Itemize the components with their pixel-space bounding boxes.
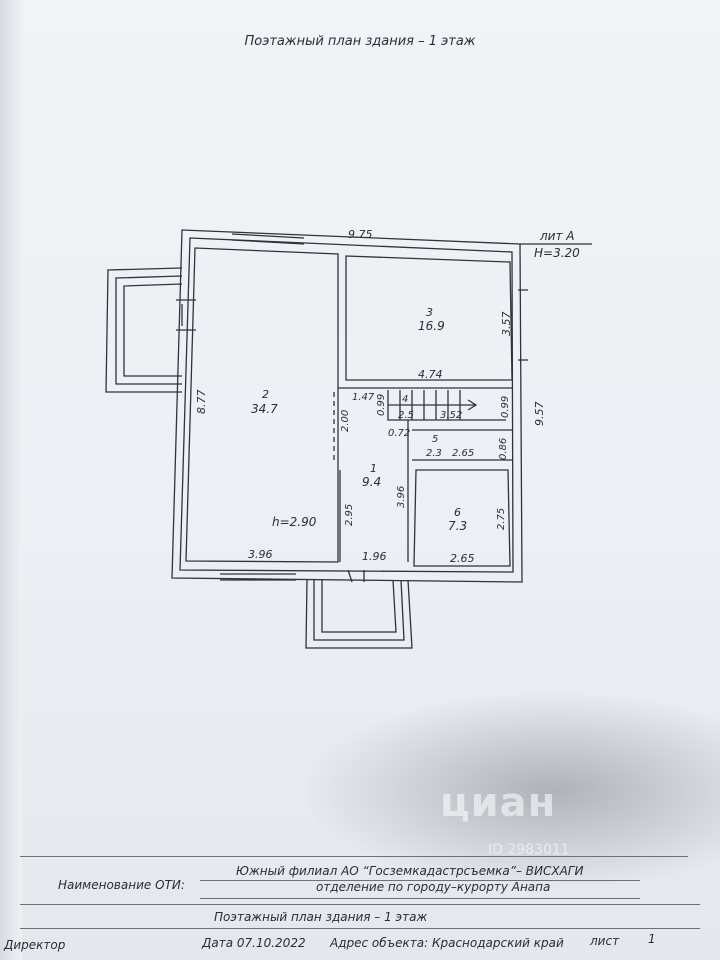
- room-2-number: 2: [262, 388, 269, 401]
- dim-275: 2.75: [496, 508, 507, 530]
- room-4-number: 4: [402, 394, 408, 405]
- dim-left: 8.77: [195, 390, 208, 415]
- room-2-area: 34.7: [251, 402, 278, 416]
- title-block: Наименование ОТИ: Южный филиал АО “Госзе…: [0, 850, 720, 960]
- room-3-number: 3: [426, 306, 433, 319]
- dim-099b: 0.99: [500, 396, 511, 418]
- room-2-outline: [185, 247, 339, 563]
- watermark-id: ID 2983011: [488, 842, 570, 858]
- dim-right: 9.57: [533, 402, 546, 427]
- dim-072: 0.72: [388, 428, 410, 439]
- room-6-number: 6: [454, 506, 461, 519]
- sheet-label: лист: [590, 934, 620, 948]
- stamp-line: [200, 898, 640, 899]
- paper-edge: [0, 0, 22, 960]
- dim-099a: 0.99: [376, 394, 387, 416]
- sheet-number: 1: [648, 932, 656, 946]
- plan-labels: лит А H=3.20 9.75 8.77 9.57 3.57 4.74 3 …: [195, 228, 580, 565]
- window: [231, 233, 305, 245]
- oti-line-2: отделение по городу–курорту Анапа: [316, 880, 551, 894]
- dim-25: 2.5: [398, 410, 414, 421]
- stamp-line: [200, 880, 640, 881]
- dim-352: 3.52: [440, 410, 462, 421]
- stamp-line: [20, 856, 688, 857]
- stamp-plan-title: Поэтажный план здания – 1 этаж: [214, 910, 428, 924]
- outer-wall: [171, 229, 523, 583]
- inner-wall-line: [179, 237, 514, 573]
- left-porch: [105, 267, 183, 393]
- lit-label: лит А: [539, 229, 574, 243]
- room-6-outline: [413, 469, 511, 567]
- room-1-number: 1: [370, 462, 377, 475]
- stamp-date: Дата 07.10.2022: [202, 936, 306, 950]
- room-5-number: 5: [432, 434, 438, 445]
- director-label: Директор: [4, 938, 66, 952]
- stamp-address: Адрес объекта: Краснодарский край: [330, 936, 564, 950]
- watermark-brand: циан: [440, 780, 557, 826]
- oti-label: Наименование ОТИ:: [58, 878, 185, 892]
- stamp-line: [20, 904, 700, 905]
- room-6-area: 7.3: [448, 519, 467, 533]
- stamp-line: [20, 928, 700, 929]
- dim-086: 0.86: [498, 438, 509, 460]
- dim-room3-bottom: 4.74: [418, 368, 443, 381]
- dim-295: 2.95: [344, 504, 355, 526]
- dim-room3-right: 3.57: [500, 312, 513, 337]
- room-3-outline: [345, 255, 513, 381]
- bottom-porch: [305, 579, 413, 649]
- lit-height: H=3.20: [534, 246, 580, 260]
- oti-line-1: Южный филиал АО “Госземкадастрсъемка”– В…: [236, 864, 584, 878]
- dim-147: 1.47: [352, 392, 375, 403]
- dim-396b: 3.96: [248, 548, 273, 561]
- room-1-area: 9.4: [362, 475, 381, 489]
- dim-265a: 2.65: [452, 448, 474, 459]
- paper-sheet: [12, 0, 720, 960]
- dim-23: 2.3: [426, 448, 442, 459]
- dim-200: 2.00: [340, 410, 351, 432]
- ceiling-height: h=2.90: [272, 515, 317, 529]
- dim-196: 1.96: [362, 550, 387, 563]
- dim-396a: 3.96: [396, 486, 407, 508]
- dim-265b: 2.65: [450, 552, 475, 565]
- page-title: Поэтажный план здания – 1 этаж: [244, 34, 476, 49]
- dim-top: 9.75: [348, 228, 373, 241]
- room-3-area: 16.9: [418, 319, 445, 333]
